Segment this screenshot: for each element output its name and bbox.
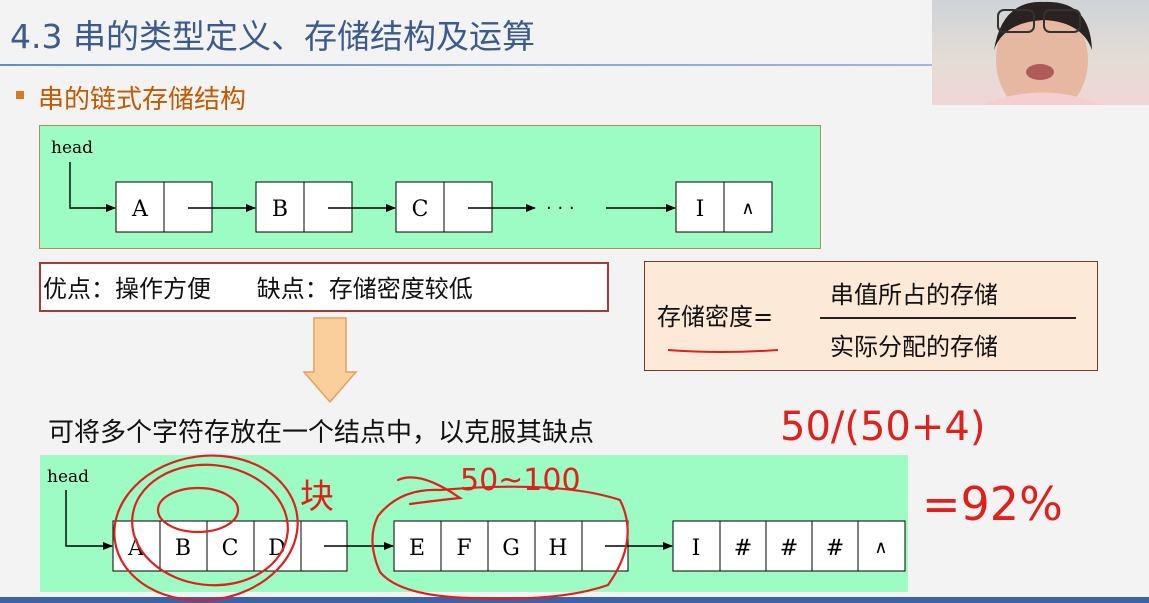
pros-cons-box	[39, 262, 609, 312]
density-label: 存储密度=	[657, 303, 774, 331]
slide-title: 4.3 串的类型定义、存储结构及运算	[10, 17, 535, 56]
pros-cons-text: 优点：操作方便 缺点：存储密度较低	[43, 275, 473, 303]
head-label: head	[51, 138, 93, 158]
ink-formula: 50/(50+4)	[780, 404, 985, 450]
node-data: B	[272, 197, 288, 222]
char-cell: H	[548, 536, 567, 561]
char-cell: D	[268, 536, 286, 561]
block-node-1: A B C D	[112, 520, 348, 572]
null-mark: ∧	[874, 537, 887, 558]
char-cell: F	[456, 536, 471, 561]
char-cell: I	[692, 536, 701, 561]
char-cell: A	[127, 536, 145, 561]
block-node-2: E F G H	[393, 520, 629, 572]
char-cell: E	[409, 536, 425, 561]
char-cell: #	[734, 536, 752, 561]
char-cell: #	[826, 536, 844, 561]
head-arrow	[65, 490, 113, 550]
null-mark: ∧	[741, 198, 754, 219]
char-cell: G	[502, 536, 520, 561]
ink-range: 50~100	[460, 463, 581, 498]
node-C: C	[395, 181, 493, 233]
node-data: C	[412, 197, 429, 222]
fraction-bar	[820, 317, 1076, 319]
block-node-3: I # # # ∧	[672, 520, 906, 572]
presenter-video	[932, 0, 1149, 105]
title-divider	[0, 64, 932, 66]
head-label: head	[47, 467, 89, 487]
node-last: I ∧	[675, 181, 773, 233]
bullet-icon	[16, 91, 24, 99]
node-data: I	[696, 197, 705, 222]
section-subtitle: 串的链式存储结构	[38, 85, 247, 115]
char-cell: C	[222, 536, 239, 561]
presenter-icon	[982, 1, 1102, 105]
density-denominator: 实际分配的存储	[830, 333, 998, 361]
down-arrow-icon	[302, 317, 358, 404]
head-arrow	[69, 162, 116, 212]
ellipsis: · · ·	[546, 198, 575, 219]
node-A: A	[115, 181, 213, 233]
char-cell: B	[175, 536, 191, 561]
ink-annotations	[113, 454, 629, 602]
ink-result: =92%	[922, 477, 1063, 531]
node-B: B	[255, 181, 353, 233]
note-text: 可将多个字符存放在一个结点中，以克服其缺点	[48, 418, 595, 448]
ink-underline	[667, 349, 779, 353]
node-data: A	[131, 197, 149, 222]
char-cell: #	[780, 536, 798, 561]
ink-block-word: 块	[300, 477, 334, 517]
density-numerator: 串值所占的存储	[830, 281, 998, 309]
bottom-bar	[0, 597, 1149, 603]
